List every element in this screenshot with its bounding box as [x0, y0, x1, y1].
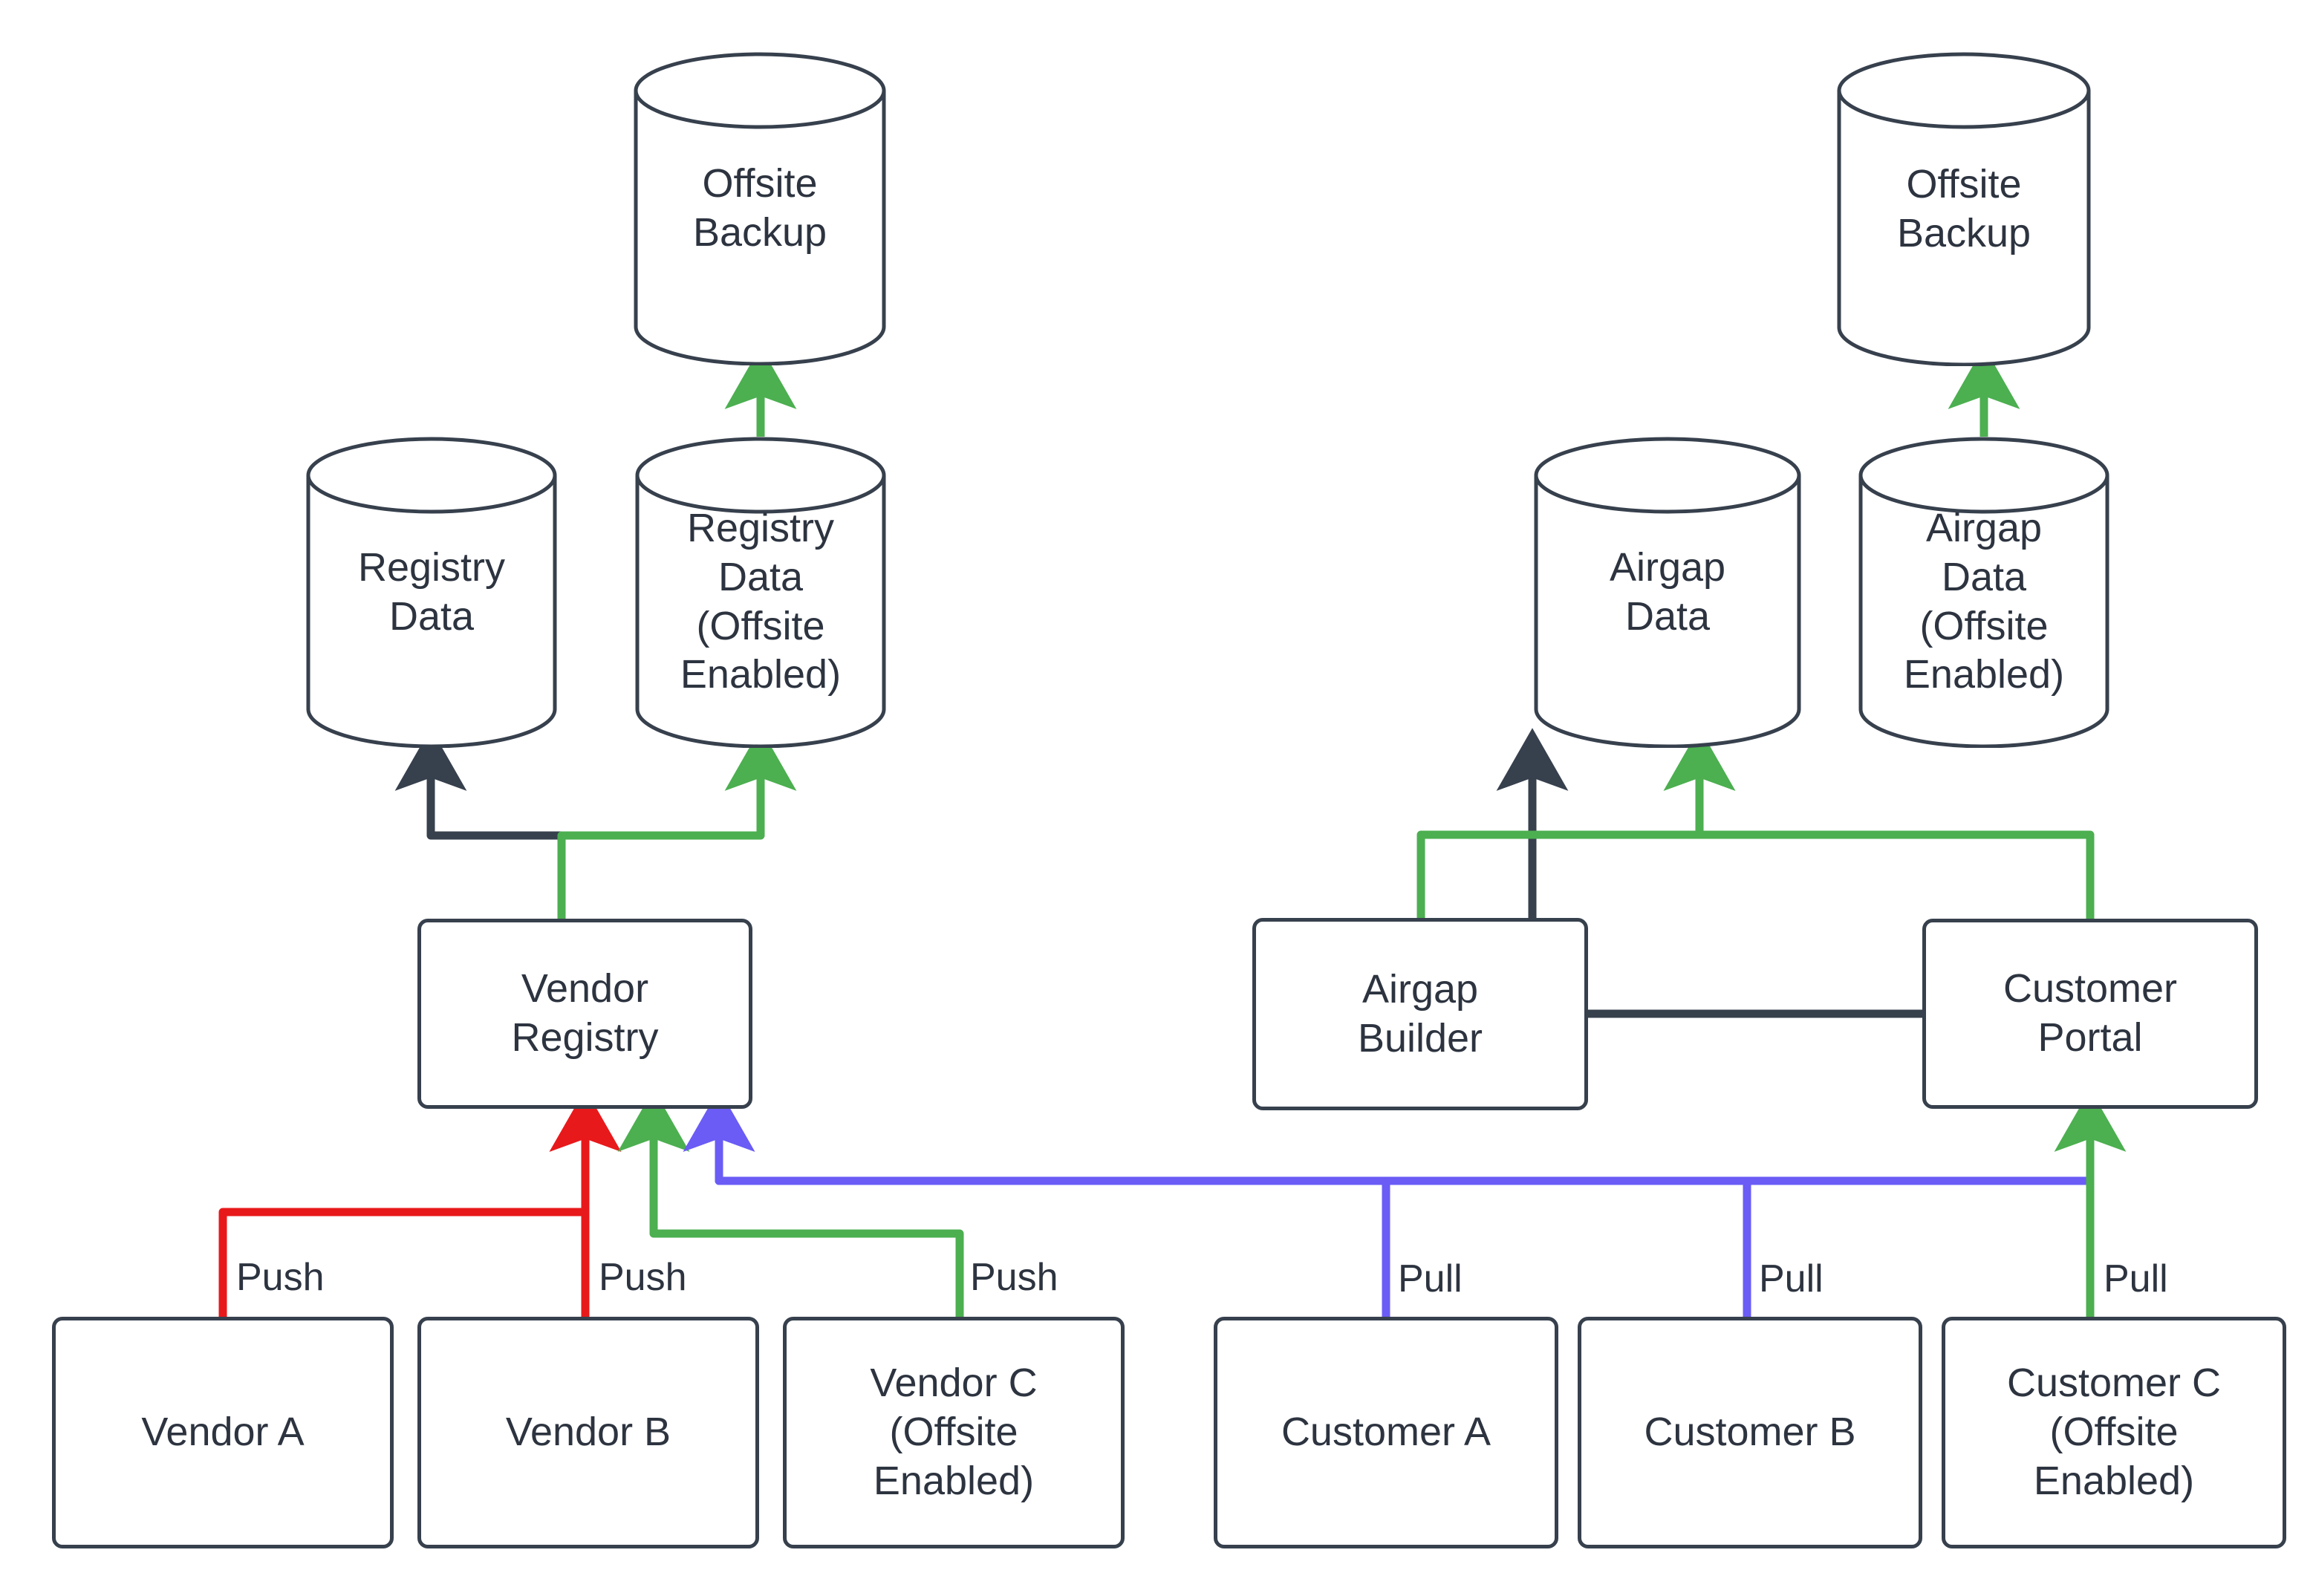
edge-customer-portal-to-airgap-data	[1496, 728, 1922, 1018]
node-label: Airgap Builder	[1357, 966, 1483, 1061]
node-offsite-backup-left[interactable]: Offsite Backup	[634, 52, 886, 365]
node-vendor-b[interactable]: Vendor B	[417, 1317, 759, 1548]
node-customer-portal[interactable]: Customer Portal	[1922, 919, 2258, 1109]
edge-label-push-b: Push	[594, 1257, 692, 1298]
node-registry-data-offsite[interactable]: Registry Data (Offsite Enabled)	[635, 437, 886, 748]
node-customer-b[interactable]: Customer B	[1578, 1317, 1922, 1548]
node-label: Vendor A	[141, 1410, 305, 1455]
node-label: Registry Data	[357, 544, 506, 639]
node-label: Vendor C (Offsite Enabled)	[870, 1361, 1038, 1503]
node-label: Vendor Registry	[511, 966, 659, 1060]
node-label: Customer Portal	[2003, 966, 2178, 1060]
node-label: Offsite Backup	[692, 161, 827, 255]
cylinder-shape	[634, 52, 886, 365]
node-vendor-a[interactable]: Vendor A	[52, 1317, 394, 1548]
node-label: Airgap Data (Offsite Enabled)	[1903, 505, 2065, 697]
node-airgap-data[interactable]: Airgap Data	[1534, 437, 1801, 748]
node-airgap-builder[interactable]: Airgap Builder	[1252, 918, 1588, 1110]
edge-label-pull-a: Pull	[1393, 1258, 1467, 1300]
edge-label-pull-c: Pull	[2099, 1258, 2173, 1300]
edge-vendor-c-push	[617, 1089, 964, 1317]
edge-label-push-a: Push	[232, 1257, 329, 1298]
cylinder-shape	[306, 437, 557, 748]
edge-customer-b-pull	[683, 1089, 1751, 1317]
edge-airgap-builder-to-airgap-data-offsite	[1416, 728, 1736, 918]
node-offsite-backup-right[interactable]: Offsite Backup	[1837, 52, 2091, 366]
node-customer-a[interactable]: Customer A	[1214, 1317, 1558, 1548]
cylinder-shape	[635, 437, 886, 748]
node-customer-c[interactable]: Customer C (Offsite Enabled)	[1942, 1317, 2286, 1548]
cylinder-shape	[1858, 437, 2109, 748]
node-label: Registry Data (Offsite Enabled)	[680, 505, 842, 697]
node-label: Customer B	[1644, 1410, 1856, 1455]
node-label: Customer A	[1281, 1410, 1491, 1455]
edge-label-push-c: Push	[966, 1257, 1063, 1298]
node-vendor-registry[interactable]: Vendor Registry	[417, 919, 752, 1109]
node-vendor-c[interactable]: Vendor C (Offsite Enabled)	[783, 1317, 1125, 1548]
node-label: Offsite Backup	[1896, 161, 2031, 255]
edge-vendor-registry-to-registry-data	[394, 728, 566, 919]
node-registry-data[interactable]: Registry Data	[306, 437, 557, 748]
edge-vendor-registry-to-registry-data-offsite	[557, 728, 797, 919]
node-airgap-data-offsite[interactable]: Airgap Data (Offsite Enabled)	[1858, 437, 2109, 748]
edge-customer-portal-to-airgap-data-offsite	[1663, 728, 2095, 919]
node-label: Airgap Data	[1609, 544, 1726, 639]
edge-label-pull-b: Pull	[1754, 1258, 1828, 1300]
node-label: Customer C (Offsite Enabled)	[2006, 1361, 2222, 1503]
node-label: Vendor B	[505, 1410, 671, 1455]
